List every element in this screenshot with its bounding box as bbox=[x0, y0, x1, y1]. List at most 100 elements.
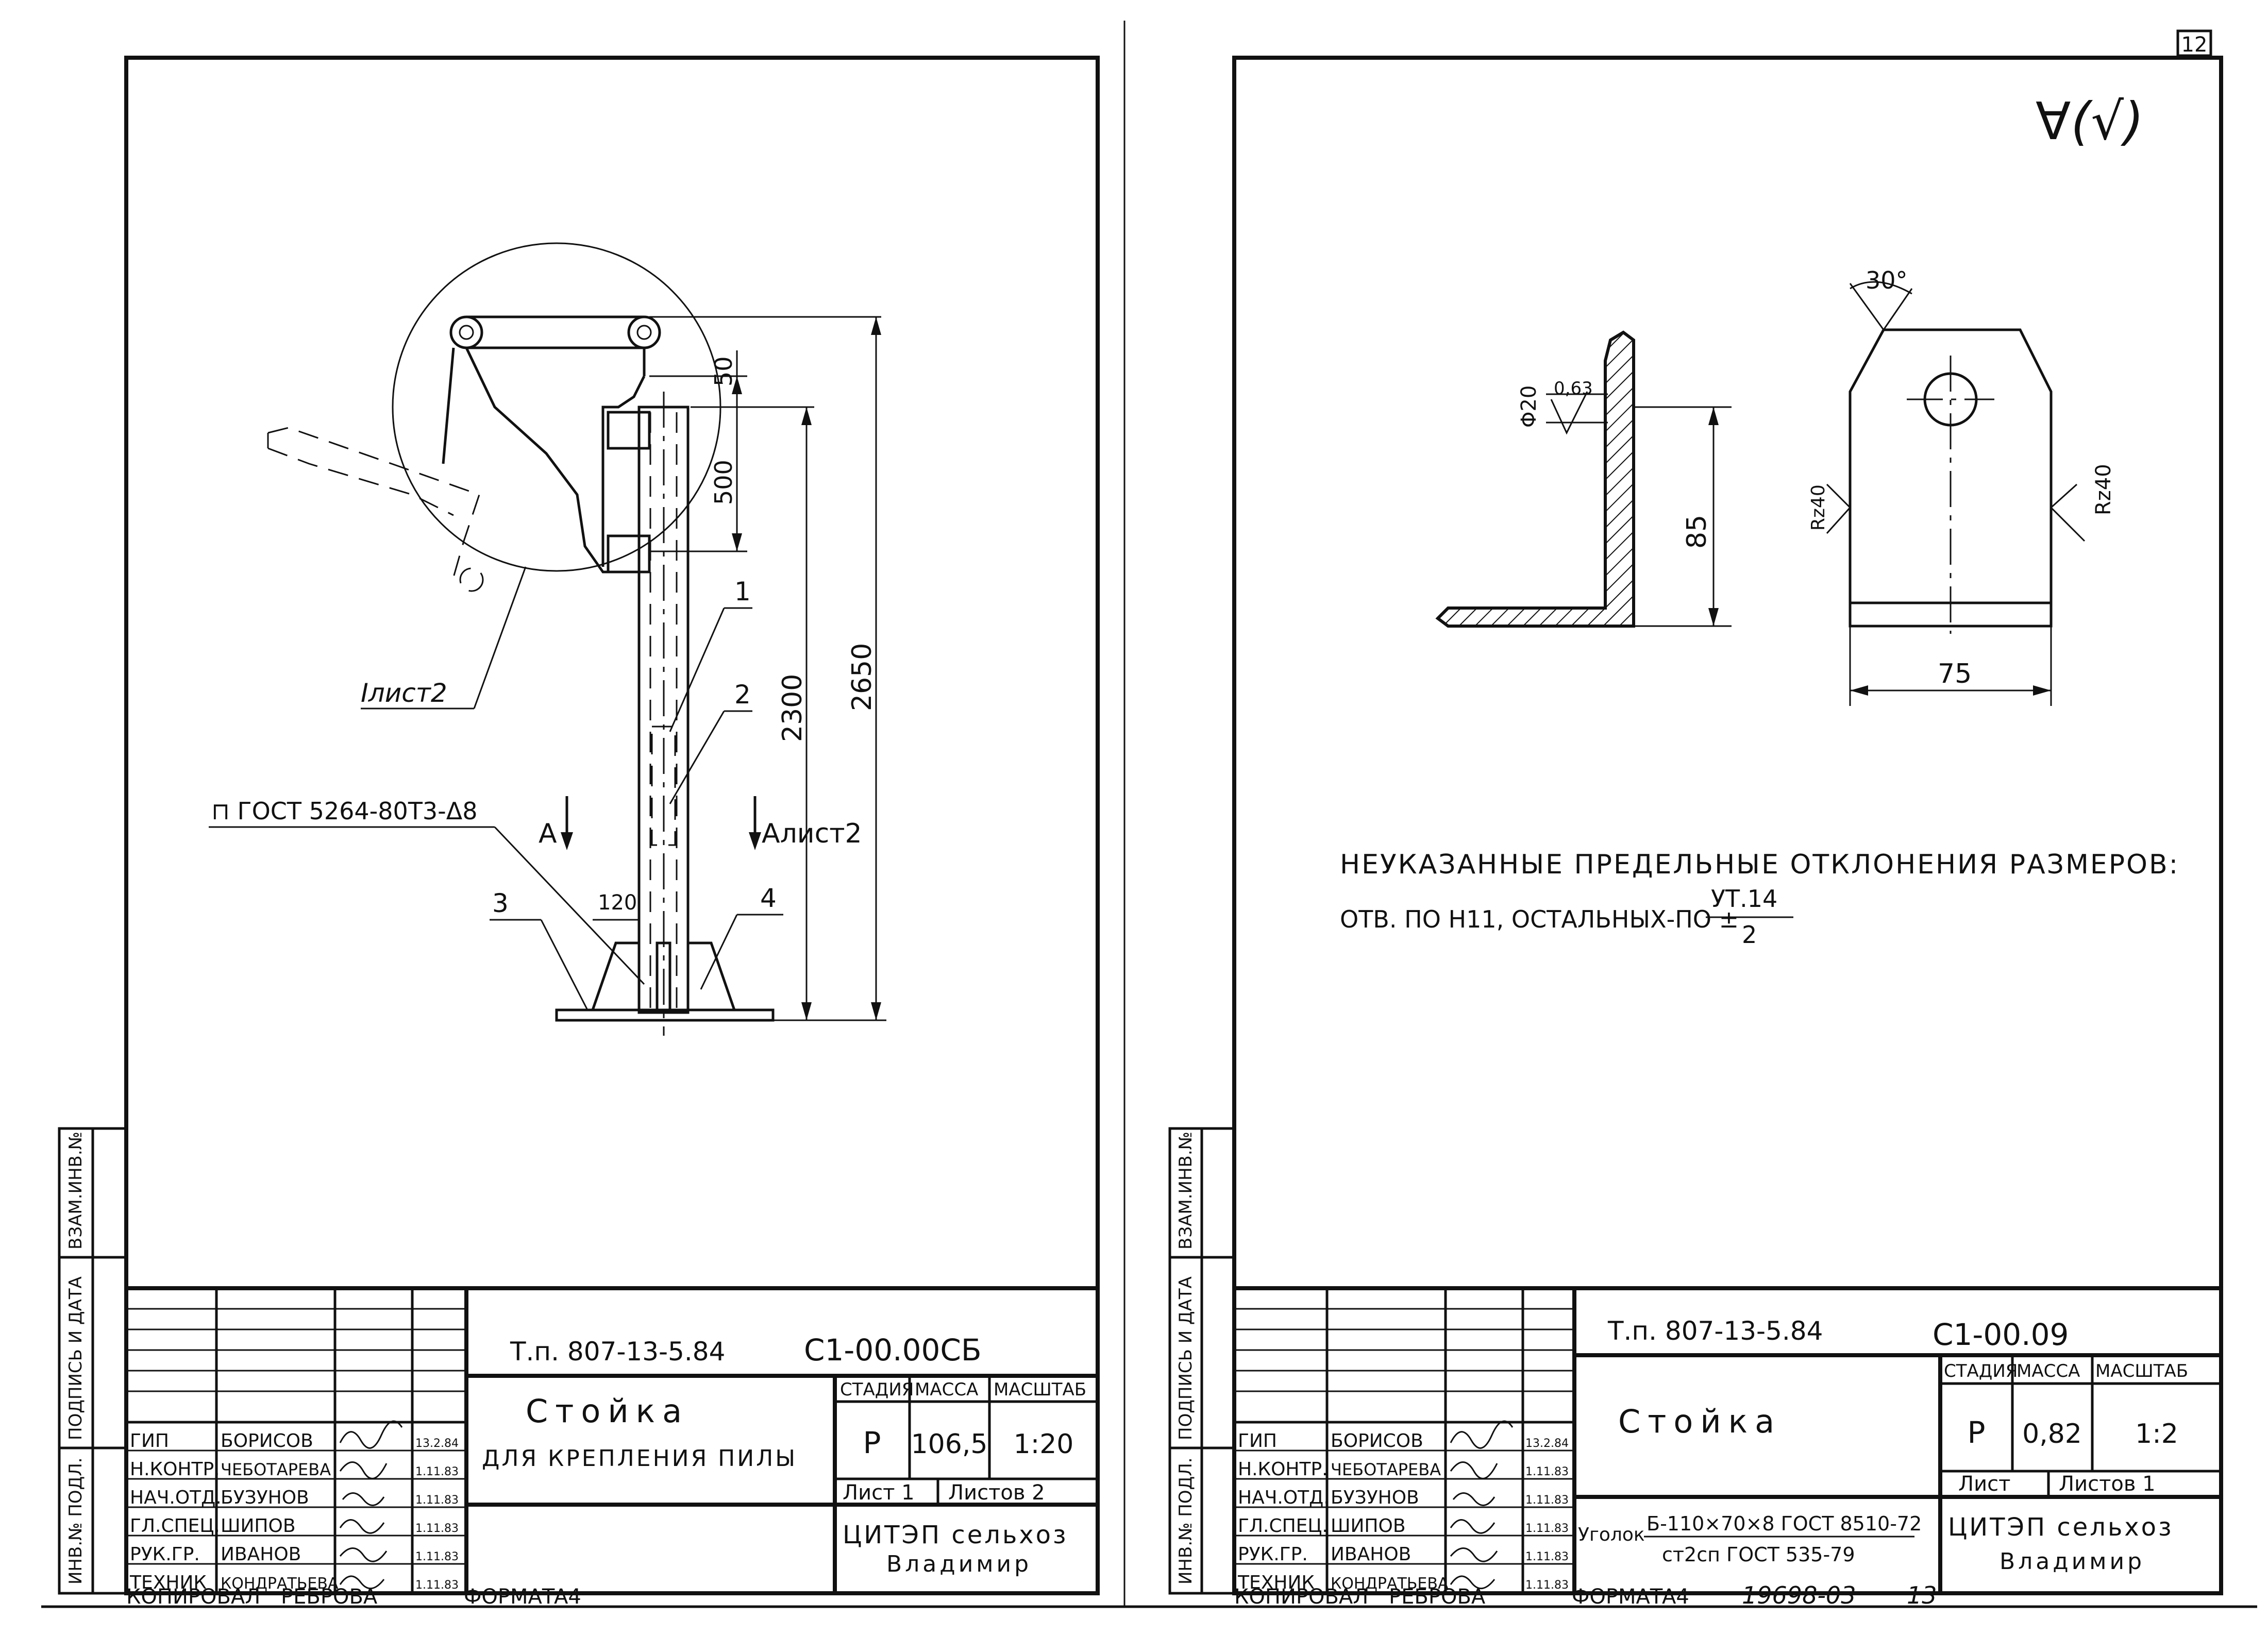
left-sheets-total: Листов 2 bbox=[948, 1481, 1045, 1505]
copied-label-right: КОПИРОВАЛ bbox=[1234, 1585, 1368, 1609]
right-name-glspec: ШИПОВ bbox=[1331, 1515, 1406, 1537]
right-role-rukgr: РУК.ГР. bbox=[1238, 1544, 1308, 1565]
right-designation: С1-00.09 bbox=[1933, 1317, 2069, 1352]
gusset-left bbox=[591, 941, 641, 1012]
right-material-steel: ст2сп ГОСТ 535-79 bbox=[1662, 1543, 1855, 1566]
left-project-code: Т.п. 807-13-5.84 bbox=[510, 1337, 725, 1367]
rz-left: Rz40 bbox=[1808, 484, 1829, 531]
dim-75: 75 bbox=[1938, 659, 1972, 689]
rz-right: Rz40 bbox=[2092, 464, 2115, 515]
right-role-gip: ГИП bbox=[1238, 1430, 1277, 1452]
left-col-scale: МАСШТАБ bbox=[994, 1379, 1086, 1400]
stamp-inv-orig: ИНВ.№ ПОДЛ. bbox=[65, 1457, 86, 1585]
left-name-gip: БОРИСОВ bbox=[221, 1430, 313, 1452]
right-name-rukgr: ИВАНОВ bbox=[1331, 1544, 1411, 1565]
signature-ivanov-left bbox=[339, 1547, 388, 1562]
format-value-left: А4 bbox=[554, 1585, 581, 1609]
stamp-sign-date: ПОДПИСЬ И ДАТА bbox=[65, 1276, 86, 1440]
arm-bracket bbox=[465, 347, 644, 574]
dim-2650: 2650 bbox=[847, 643, 878, 711]
left-title-block: Т.п. 807-13-5.84 С1-00.00СБ Стойка ДЛЯ К… bbox=[126, 1286, 1098, 1593]
left-col-stage: СТАДИЯ bbox=[840, 1379, 914, 1400]
left-designation: С1-00.00СБ bbox=[804, 1333, 982, 1368]
note-frac-bottom: 2 bbox=[1742, 921, 1757, 949]
right-sheet: ИНВ.№ ПОДЛ. ПОДПИСЬ И ДАТА ВЗАМ.ИНВ.№ ∀(… bbox=[1168, 56, 2223, 1595]
right-sheet-no: Лист bbox=[1958, 1472, 2010, 1496]
left-part-subname: ДЛЯ КРЕПЛЕНИЯ ПИЛЫ bbox=[482, 1445, 797, 1472]
signature-borisov-left bbox=[339, 1420, 403, 1449]
left-org: ЦИТЭП сельхоз bbox=[843, 1521, 1068, 1549]
angle-section bbox=[1435, 330, 1635, 628]
left-name-glspec: ШИПОВ bbox=[221, 1515, 296, 1537]
left-col-mass: МАССА bbox=[915, 1379, 978, 1400]
left-sheet-no: Лист 1 bbox=[843, 1481, 915, 1505]
note-tolerances-line1: НЕУКАЗАННЫЕ ПРЕДЕЛЬНЫЕ ОТКЛОНЕНИЯ РАЗМЕР… bbox=[1340, 849, 2179, 880]
right-scale: 1:2 bbox=[2135, 1419, 2178, 1449]
right-project-code: Т.п. 807-13-5.84 bbox=[1607, 1316, 1823, 1346]
right-col-mass: МАССА bbox=[2017, 1361, 2080, 1381]
signature-borisov-right bbox=[1450, 1420, 1514, 1449]
left-name-tech: КОНДРАТЬЕВА bbox=[221, 1575, 339, 1593]
copied-name-right: РЕБРОВА bbox=[1389, 1585, 1486, 1609]
saw-handle-phantom bbox=[267, 427, 480, 578]
right-name-tech: КОНДРАТЬЕВА bbox=[1331, 1575, 1449, 1593]
copied-name-left: РЕБРОВА bbox=[281, 1585, 378, 1609]
pulley-right bbox=[627, 315, 661, 349]
right-date-nkontr: 1.11.83 bbox=[1525, 1465, 1569, 1478]
format-value-right: А4 bbox=[1662, 1585, 1689, 1609]
note-frac-top: УТ.14 bbox=[1711, 885, 1777, 913]
left-role-nachotd: НАЧ.ОТД. bbox=[130, 1487, 222, 1508]
left-date-nkontr: 1.11.83 bbox=[415, 1465, 459, 1478]
left-name-nkontr: ЧЕБОТАРЕВА bbox=[221, 1460, 331, 1479]
roughness-063: 0,63 bbox=[1554, 378, 1593, 399]
right-part-name: Стойка bbox=[1618, 1403, 1782, 1440]
right-name-nachotd: БУЗУНОВ bbox=[1331, 1487, 1419, 1508]
dim-85: 85 bbox=[1682, 515, 1712, 549]
left-role-nkontr: Н.КОНТР. bbox=[130, 1459, 220, 1480]
left-date-rukgr: 1.11.83 bbox=[415, 1550, 459, 1563]
page-number: 12 bbox=[2181, 33, 2208, 57]
signature-kondratieva-left bbox=[339, 1575, 385, 1590]
right-role-nachotd: НАЧ.ОТД. bbox=[1238, 1487, 1330, 1508]
right-name-nkontr: ЧЕБОТАРЕВА bbox=[1331, 1460, 1441, 1479]
right-date-nachotd: 1.11.83 bbox=[1525, 1494, 1569, 1507]
right-date-tech: 1.11.83 bbox=[1525, 1579, 1569, 1592]
base-plate bbox=[555, 1008, 775, 1022]
right-title-block: Т.п. 807-13-5.84 С1-00.09 Стойка Уголок … bbox=[1234, 1286, 2221, 1593]
dim-50: 50 bbox=[710, 356, 737, 386]
right-city: Владимир bbox=[2000, 1548, 2145, 1575]
left-scale: 1:20 bbox=[1014, 1429, 1074, 1460]
weld-note: ⊓ ГОСТ 5264-80Т3-Δ8 bbox=[211, 797, 478, 825]
left-mass: 106,5 bbox=[911, 1429, 988, 1460]
stamp-replace-inv: ВЗАМ.ИНВ.№ bbox=[65, 1132, 86, 1250]
roughness-mark: ∀(√) bbox=[2036, 91, 2144, 151]
section-a-left: А bbox=[539, 818, 557, 849]
left-role-rukgr: РУК.ГР. bbox=[130, 1544, 200, 1565]
dim-500: 500 bbox=[710, 460, 737, 505]
right-material-type: Уголок bbox=[1578, 1524, 1645, 1545]
right-material-spec: Б-110×70×8 ГОСТ 8510-72 bbox=[1647, 1512, 1922, 1535]
right-col-stage: СТАДИЯ bbox=[1944, 1361, 2018, 1381]
left-role-gip: ГИП bbox=[130, 1430, 169, 1452]
right-col-scale: МАСШТАБ bbox=[2095, 1361, 2188, 1381]
bottom-copy-line: КОПИРОВАЛ РЕБРОВА ФОРМАТ А4 КОПИРОВАЛ РЕ… bbox=[126, 1581, 1937, 1609]
signature-shipov-right bbox=[1450, 1519, 1496, 1534]
left-date-glspec: 1.11.83 bbox=[415, 1522, 459, 1535]
signature-shipov-left bbox=[339, 1519, 385, 1534]
detail-ref-label: Iлист2 bbox=[361, 678, 447, 708]
right-stage: Р bbox=[1968, 1415, 1986, 1450]
right-stamp-sign-date: ПОДПИСЬ И ДАТА bbox=[1175, 1276, 1196, 1440]
left-date-gip: 13.2.84 bbox=[415, 1437, 459, 1450]
doc-number: 19698-03 bbox=[1742, 1581, 1856, 1609]
sheet-index: 13 bbox=[1907, 1581, 1937, 1609]
left-city: Владимир bbox=[886, 1551, 1032, 1577]
signature-buzunov-left bbox=[342, 1492, 385, 1506]
pos-4: 4 bbox=[760, 883, 777, 913]
signature-buzunov-right bbox=[1452, 1492, 1496, 1506]
left-part-name: Стойка bbox=[526, 1392, 689, 1430]
angle-30: 30° bbox=[1866, 266, 1908, 294]
pos-1: 1 bbox=[734, 577, 751, 606]
right-frame bbox=[1232, 56, 2223, 1595]
pos-3: 3 bbox=[492, 888, 509, 918]
